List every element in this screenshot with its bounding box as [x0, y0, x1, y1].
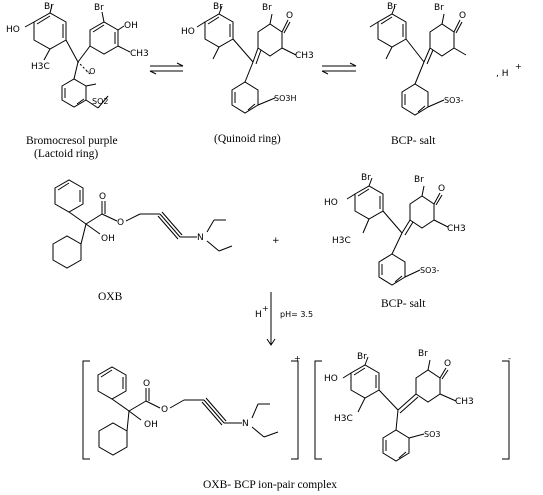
- ring: [98, 422, 128, 456]
- atom-oh: OH: [101, 234, 115, 244]
- atom-so3-minus: SO3-: [420, 266, 439, 275]
- atom-br: Br: [434, 3, 444, 13]
- atom-br: Br: [414, 175, 424, 185]
- ring: [377, 13, 407, 48]
- atom-n: N: [197, 233, 204, 243]
- ring: [415, 369, 441, 403]
- atom-n: N: [242, 419, 249, 429]
- caption-oxb: OXB: [98, 291, 123, 303]
- caption-bcp-name: Bromocresol purple: [26, 135, 118, 147]
- ring: [401, 83, 429, 116]
- atom-o: O: [99, 192, 106, 202]
- atom-br: Br: [262, 3, 272, 13]
- atom-br: Br: [213, 2, 223, 12]
- ring: [409, 195, 435, 229]
- atom-br: Br: [387, 2, 397, 12]
- atom-br: Br: [44, 2, 54, 12]
- caption-bcp-form: (Lactoid ring): [34, 148, 98, 160]
- bcp-lactoid-structure: Br HO H3C Br OH CH3 -O SO2: [6, 2, 149, 109]
- atom-ch3: CH3: [295, 51, 314, 61]
- complex-bcp-bracket: - Br HO H3C Br O CH3 SO3: [314, 349, 511, 462]
- ring: [382, 429, 410, 462]
- atom-so3h: SO3H: [274, 94, 296, 103]
- atom-o: O: [286, 11, 293, 21]
- plus-sign: +: [272, 236, 280, 246]
- atom-h3c: H3C: [31, 62, 50, 72]
- salt-hplus: , H: [496, 69, 509, 79]
- ring: [52, 235, 82, 269]
- atom-o: O: [444, 359, 451, 369]
- atom-ch3: CH3: [130, 49, 149, 59]
- atom-oh: OH: [124, 21, 138, 31]
- ring: [378, 253, 406, 286]
- atom-o-minus: -O: [86, 67, 95, 76]
- atom-o: O: [143, 379, 150, 389]
- salt-hplus-charge: +: [515, 62, 522, 71]
- atom-ch3: CH3: [447, 224, 466, 234]
- ring: [204, 13, 234, 48]
- caption-complex: OXB- BCP ion-pair complex: [203, 479, 337, 491]
- charge-plus: +: [294, 354, 301, 363]
- hplus-label: H: [255, 310, 262, 320]
- atom-so2: SO2: [92, 97, 108, 106]
- atom-br: Br: [361, 173, 371, 183]
- atom-h3c: H3C: [334, 414, 353, 424]
- ring: [350, 364, 380, 399]
- atom-so3-minus: SO3-: [444, 96, 463, 105]
- caption-bcp-salt-2: BCP- salt: [381, 298, 426, 310]
- caption-quinoid: (Quinoid ring): [214, 133, 281, 145]
- atom-o: O: [117, 218, 124, 228]
- hplus-charge: +: [262, 304, 269, 313]
- atom-so3: SO3: [424, 430, 440, 439]
- ring: [54, 179, 84, 213]
- charge-minus: -: [508, 354, 511, 363]
- atom-ch3: CH3: [455, 397, 474, 407]
- atom-br: Br: [357, 352, 367, 362]
- caption-bcp-salt: BCP- salt: [391, 135, 436, 147]
- ring: [257, 23, 283, 57]
- atom-h3c: H3C: [332, 236, 351, 246]
- atom-ho: HO: [6, 25, 20, 35]
- ring: [429, 23, 455, 57]
- atom-ho: HO: [181, 27, 195, 37]
- atom-br: Br: [418, 349, 428, 359]
- ring: [61, 78, 87, 108]
- atom-br: Br: [94, 3, 104, 13]
- bcp-salt-structure-2: Br HO H3C Br O CH3 SO3-: [324, 173, 466, 286]
- complex-oxb-bracket: + O O OH N: [82, 354, 301, 460]
- ring: [97, 366, 127, 400]
- bcp-salt-structure: Br Br O SO3- , H +: [369, 2, 522, 116]
- oxb-structure: O O OH N: [52, 179, 233, 269]
- ring: [354, 185, 384, 220]
- bcp-quinoid-structure: Br HO Br O CH3 SO3H: [181, 2, 314, 114]
- ring: [33, 12, 67, 50]
- ph-label: pH= 3.5: [280, 310, 313, 319]
- equilibrium-arrow: [149, 62, 184, 75]
- ring: [89, 21, 119, 55]
- ring: [231, 81, 259, 114]
- atom-o: O: [161, 405, 168, 415]
- atom-ho: HO: [324, 198, 338, 208]
- atom-oh: OH: [144, 420, 158, 430]
- reaction-arrow: H + pH= 3.5: [255, 292, 313, 346]
- atom-o: O: [459, 11, 466, 21]
- equilibrium-arrow: [321, 62, 357, 75]
- atom-o: O: [438, 184, 445, 194]
- atom-ho: HO: [324, 374, 338, 384]
